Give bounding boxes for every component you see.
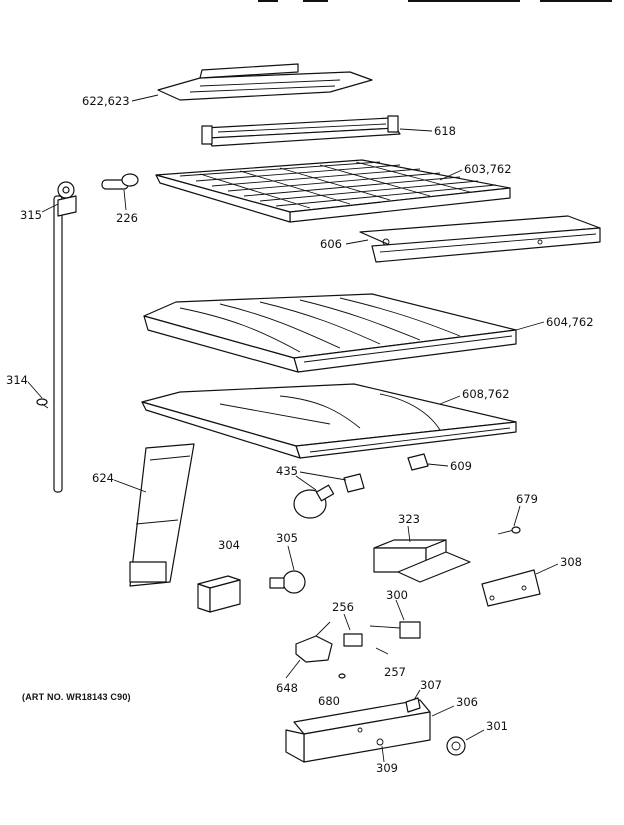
label-604-762: 604,762 <box>546 315 594 329</box>
label-309: 309 <box>376 761 398 775</box>
part-624-bracket <box>129 443 195 587</box>
part-435-socket <box>343 473 365 493</box>
art-number: (ART NO. WR18143 C90) <box>22 692 131 702</box>
leader-300 <box>395 599 405 621</box>
label-680: 680 <box>318 694 340 708</box>
part-323-housing <box>373 539 471 583</box>
part-226-pin <box>101 173 139 211</box>
part-679-screw <box>497 526 521 535</box>
label-304: 304 <box>218 538 240 552</box>
label-679: 679 <box>516 492 538 506</box>
label-624: 624 <box>92 471 114 485</box>
part-308-plate <box>481 569 541 607</box>
label-606: 606 <box>320 237 342 251</box>
leader-606 <box>345 239 369 245</box>
part-306-bracket <box>285 699 431 763</box>
leader-435-b <box>299 471 347 481</box>
part-304-block <box>197 575 241 613</box>
label-226: 226 <box>116 211 138 225</box>
leader-648 <box>285 659 301 679</box>
leader-307 <box>413 689 421 701</box>
part-618-rail <box>201 115 401 147</box>
leader-624 <box>113 479 147 493</box>
part-315-rod <box>53 181 77 493</box>
part-680-screw <box>338 673 346 679</box>
label-648: 648 <box>276 681 298 695</box>
leader-323 <box>407 525 411 543</box>
leader-608-762 <box>439 395 461 405</box>
label-609: 609 <box>450 459 472 473</box>
leader-679 <box>513 505 521 527</box>
part-256-switch <box>343 633 363 647</box>
leader-435-a <box>295 475 317 491</box>
part-648-motor <box>295 621 333 663</box>
leader-305 <box>287 545 295 571</box>
label-257: 257 <box>384 665 406 679</box>
leader-603-762 <box>439 169 463 181</box>
label-622-623: 622,623 <box>82 94 130 108</box>
part-300-connector <box>369 621 421 639</box>
leader-604-762 <box>515 321 545 331</box>
label-256: 256 <box>332 600 354 614</box>
part-314-screw <box>36 398 49 409</box>
part-301-knob <box>446 736 466 756</box>
part-608-762-shelf <box>141 383 517 459</box>
label-300: 300 <box>386 588 408 602</box>
label-315: 315 <box>20 208 42 222</box>
label-301: 301 <box>486 719 508 733</box>
leader-314 <box>27 381 43 399</box>
part-603-762-wire-shelf <box>155 159 511 223</box>
label-435: 435 <box>276 464 298 478</box>
label-618: 618 <box>434 124 456 138</box>
label-308: 308 <box>560 555 582 569</box>
part-609-clip <box>407 453 429 471</box>
label-314: 314 <box>6 373 28 387</box>
leader-609 <box>427 463 449 467</box>
part-622-623-cover <box>157 63 373 101</box>
label-306: 306 <box>456 695 478 709</box>
leader-618 <box>399 128 433 132</box>
part-604-762-shelf <box>143 293 517 373</box>
label-603-762: 603,762 <box>464 162 512 176</box>
leader-301 <box>465 729 485 741</box>
leader-308 <box>535 563 559 575</box>
part-435-bulb <box>293 484 335 519</box>
part-606-front-rail <box>359 215 601 263</box>
part-257-screw <box>375 647 389 655</box>
leader-309 <box>381 745 385 763</box>
leader-306 <box>431 705 455 717</box>
leader-622-623 <box>131 94 159 102</box>
part-305-thermostat <box>269 570 306 594</box>
label-307: 307 <box>420 678 442 692</box>
label-323: 323 <box>398 512 420 526</box>
label-305: 305 <box>276 531 298 545</box>
leader-315 <box>41 203 59 213</box>
label-608-762: 608,762 <box>462 387 510 401</box>
leader-256 <box>343 613 351 631</box>
